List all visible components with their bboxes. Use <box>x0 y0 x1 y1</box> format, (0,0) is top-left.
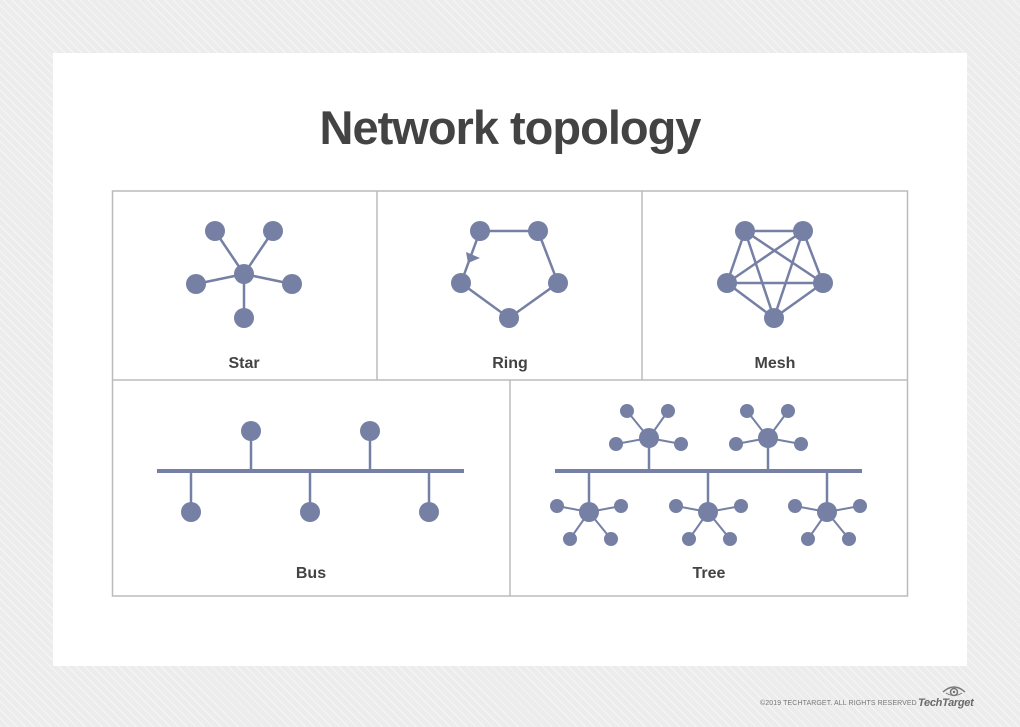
mesh-node <box>735 221 755 241</box>
tree-label: Tree <box>693 565 726 582</box>
star-node <box>186 274 206 294</box>
mesh-node <box>717 273 737 293</box>
tree-leaf-node <box>563 532 577 546</box>
tree-leaf-node <box>781 404 795 418</box>
bus-node <box>241 421 261 441</box>
star-diagram <box>186 221 302 328</box>
star-label: Star <box>228 355 259 372</box>
eye-icon <box>942 686 966 697</box>
tree-hub-node <box>758 428 778 448</box>
ring-direction-arrow <box>466 252 480 263</box>
page-title: Network topology <box>319 101 702 154</box>
mesh-node <box>793 221 813 241</box>
tree-hub-node <box>817 502 837 522</box>
tree-leaf-node <box>674 437 688 451</box>
tree-leaf-node <box>682 532 696 546</box>
mesh-label: Mesh <box>755 355 796 372</box>
star-node <box>282 274 302 294</box>
mesh-node <box>813 273 833 293</box>
tree-hub-node <box>698 502 718 522</box>
ring-node <box>528 221 548 241</box>
copyright-notice: ©2019 TECHTARGET. ALL RIGHTS RESERVED <box>760 700 917 707</box>
tree-leaf-node <box>550 499 564 513</box>
tree-leaf-node <box>842 532 856 546</box>
tree-hub-node <box>579 502 599 522</box>
tree-leaf-node <box>801 532 815 546</box>
mesh-node <box>764 308 784 328</box>
mesh-diagram <box>717 221 833 328</box>
ring-label: Ring <box>492 355 528 372</box>
bus-node <box>419 502 439 522</box>
tree-leaf-node <box>734 499 748 513</box>
techtarget-logo[interactable]: TechTarget <box>918 697 974 709</box>
ring-diagram <box>451 221 568 328</box>
tree-leaf-node <box>788 499 802 513</box>
bus-node <box>300 502 320 522</box>
tree-leaf-node <box>853 499 867 513</box>
tree-leaf-node <box>609 437 623 451</box>
panel-grid <box>111 190 909 597</box>
tree-leaf-node <box>604 532 618 546</box>
tree-leaf-node <box>669 499 683 513</box>
star-node <box>263 221 283 241</box>
star-hub-node <box>234 264 254 284</box>
tree-leaf-node <box>729 437 743 451</box>
star-node <box>205 221 225 241</box>
ring-node <box>451 273 471 293</box>
tree-leaf-node <box>661 404 675 418</box>
bus-diagram <box>157 421 464 522</box>
bus-label: Bus <box>296 565 326 582</box>
ring-node <box>499 308 519 328</box>
bus-node <box>360 421 380 441</box>
tree-leaf-node <box>614 499 628 513</box>
ring-node <box>548 273 568 293</box>
tree-leaf-node <box>740 404 754 418</box>
tree-leaf-node <box>723 532 737 546</box>
tree-diagram <box>550 404 867 546</box>
ring-node <box>470 221 490 241</box>
tree-hub-node <box>639 428 659 448</box>
tree-leaf-node <box>620 404 634 418</box>
tree-leaf-node <box>794 437 808 451</box>
star-node <box>234 308 254 328</box>
bus-node <box>181 502 201 522</box>
